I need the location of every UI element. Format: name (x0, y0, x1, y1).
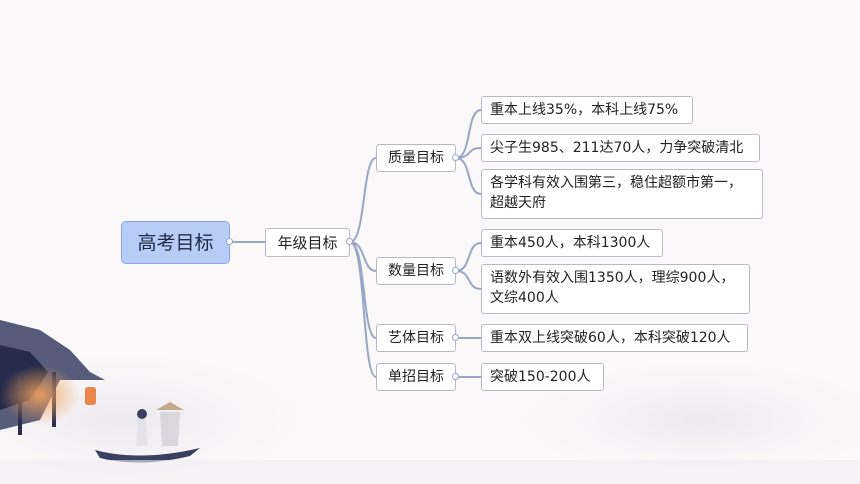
leaf-node-label: 重本上线35%，本科上线75% (490, 102, 679, 118)
collapse-toggle-icon[interactable] (346, 238, 353, 245)
branch-node-label: 数量目标 (388, 263, 444, 279)
branch-node-label: 质量目标 (388, 150, 444, 166)
level1-node-label: 年级目标 (277, 233, 338, 252)
level1-node[interactable]: 年级目标 (265, 228, 350, 257)
connector-quality (349, 157, 377, 243)
collapse-toggle-icon[interactable] (452, 373, 459, 380)
leaf-node[interactable]: 尖子生985、211达70人，力争突破清北 (481, 134, 760, 162)
leaf-node[interactable]: 重本450人，本科1300人 (481, 229, 663, 257)
leaf-node[interactable]: 重本上线35%，本科上线75% (481, 96, 693, 124)
collapse-toggle-icon[interactable] (226, 238, 233, 245)
branch-node-label: 艺体目标 (388, 330, 444, 346)
leaf-node[interactable]: 各学科有效入围第三，稳住超额市第一，超越天府 (481, 169, 763, 219)
leaf-node-label: 重本450人，本科1300人 (490, 235, 651, 251)
leaf-node-label: 重本双上线突破60人，本科突破120人 (490, 330, 731, 346)
leaf-node[interactable]: 语数外有效入围1350人，理综900人，文综400人 (481, 264, 750, 314)
collapse-toggle-icon[interactable] (452, 267, 459, 274)
connector-quantity-leaf-2 (455, 270, 482, 290)
branch-node-label: 单招目标 (388, 369, 444, 385)
collapse-toggle-icon[interactable] (452, 154, 459, 161)
branch-node-quantity[interactable]: 数量目标 (376, 257, 456, 285)
connector-quality-leaf-3 (455, 157, 482, 195)
branch-node-quality[interactable]: 质量目标 (376, 144, 456, 172)
leaf-node-label: 突破150-200人 (490, 369, 591, 385)
collapse-toggle-icon[interactable] (452, 334, 459, 341)
leaf-node-label: 各学科有效入围第三，稳住超额市第一，超越天府 (490, 175, 742, 211)
root-node-label: 高考目标 (137, 231, 214, 254)
connector-quality-leaf-1 (455, 109, 482, 159)
connector-quantity-leaf-1 (455, 242, 482, 272)
connector-single (349, 241, 377, 378)
branch-node-single[interactable]: 单招目标 (376, 363, 456, 391)
leaf-node-label: 尖子生985、211达70人，力争突破清北 (490, 140, 744, 156)
leaf-node[interactable]: 重本双上线突破60人，本科突破120人 (481, 324, 748, 352)
leaf-node-label: 语数外有效入围1350人，理综900人，文综400人 (490, 270, 735, 306)
leaf-node[interactable]: 突破150-200人 (481, 363, 604, 391)
connector-layer (230, 109, 482, 378)
root-node[interactable]: 高考目标 (121, 221, 230, 264)
branch-node-arts[interactable]: 艺体目标 (376, 324, 456, 352)
